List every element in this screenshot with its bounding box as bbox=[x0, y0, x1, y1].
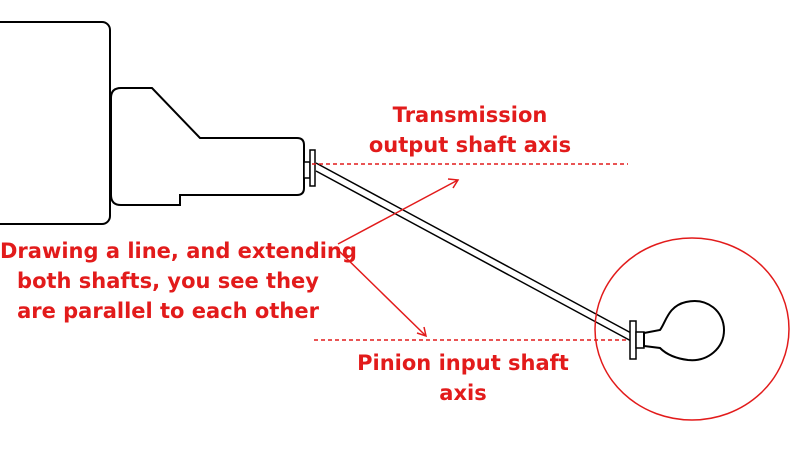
transmission-axis-label-line-2: output shaft axis bbox=[368, 133, 572, 157]
pinion-axis-label-line-1: Pinion input shaft bbox=[357, 351, 569, 375]
transmission-axis-label: Transmission output shaft axis bbox=[330, 100, 610, 160]
arrow-to-transmission-axis bbox=[337, 178, 460, 245]
transmission-housing bbox=[110, 87, 305, 206]
pinion-axis-label-line-2: axis bbox=[439, 381, 487, 405]
driveshaft bbox=[315, 162, 634, 343]
pinion-axis-label: Pinion input shaft axis bbox=[322, 348, 604, 408]
transmission-axis-label-line-1: Transmission bbox=[392, 103, 548, 127]
explanation-label-line-2: both shafts, you see they bbox=[17, 269, 319, 293]
pinion-flange bbox=[635, 331, 645, 349]
explanation-label-line-3: are parallel to each other bbox=[17, 299, 319, 323]
engine-block bbox=[0, 21, 111, 225]
differential-housing bbox=[643, 300, 726, 362]
pinion-yoke bbox=[629, 320, 637, 360]
explanation-label-line-1: Drawing a line, and extending bbox=[0, 239, 357, 263]
transmission-output-flange bbox=[303, 161, 311, 179]
arrow-to-pinion-axis bbox=[337, 249, 428, 338]
differential-highlight-circle bbox=[594, 237, 790, 421]
explanation-label: Drawing a line, and extending both shaft… bbox=[0, 236, 357, 326]
transmission-yoke bbox=[309, 149, 316, 187]
